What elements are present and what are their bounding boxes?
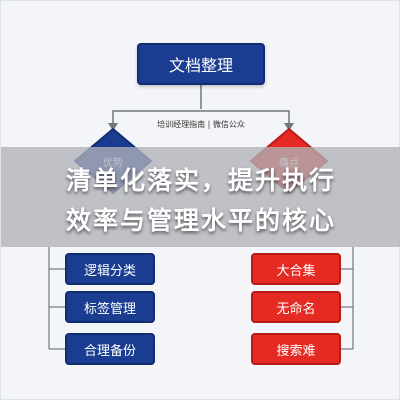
- right-item-1: 大合集: [251, 253, 341, 285]
- left-arrow-head: [108, 123, 118, 131]
- right-arrow-head: [284, 123, 294, 131]
- right-item-2: 无命名: [251, 291, 341, 323]
- left-item-2: 标签管理: [65, 291, 155, 323]
- left-item-3: 合理备份: [65, 333, 155, 365]
- left-item-1: 逻辑分类: [65, 253, 155, 285]
- branch-bracket: [112, 110, 290, 125]
- right-item-3: 搜索难: [251, 333, 341, 365]
- headline-line-2: 效率与管理水平的核心: [65, 206, 336, 235]
- root-node: 文档整理: [137, 43, 265, 85]
- diagram-subtitle: 培训经理指南 | 微信公众: [157, 120, 245, 129]
- headline-banner: [1, 147, 400, 247]
- headline-line-1: 清单化落实，提升执行: [65, 166, 336, 195]
